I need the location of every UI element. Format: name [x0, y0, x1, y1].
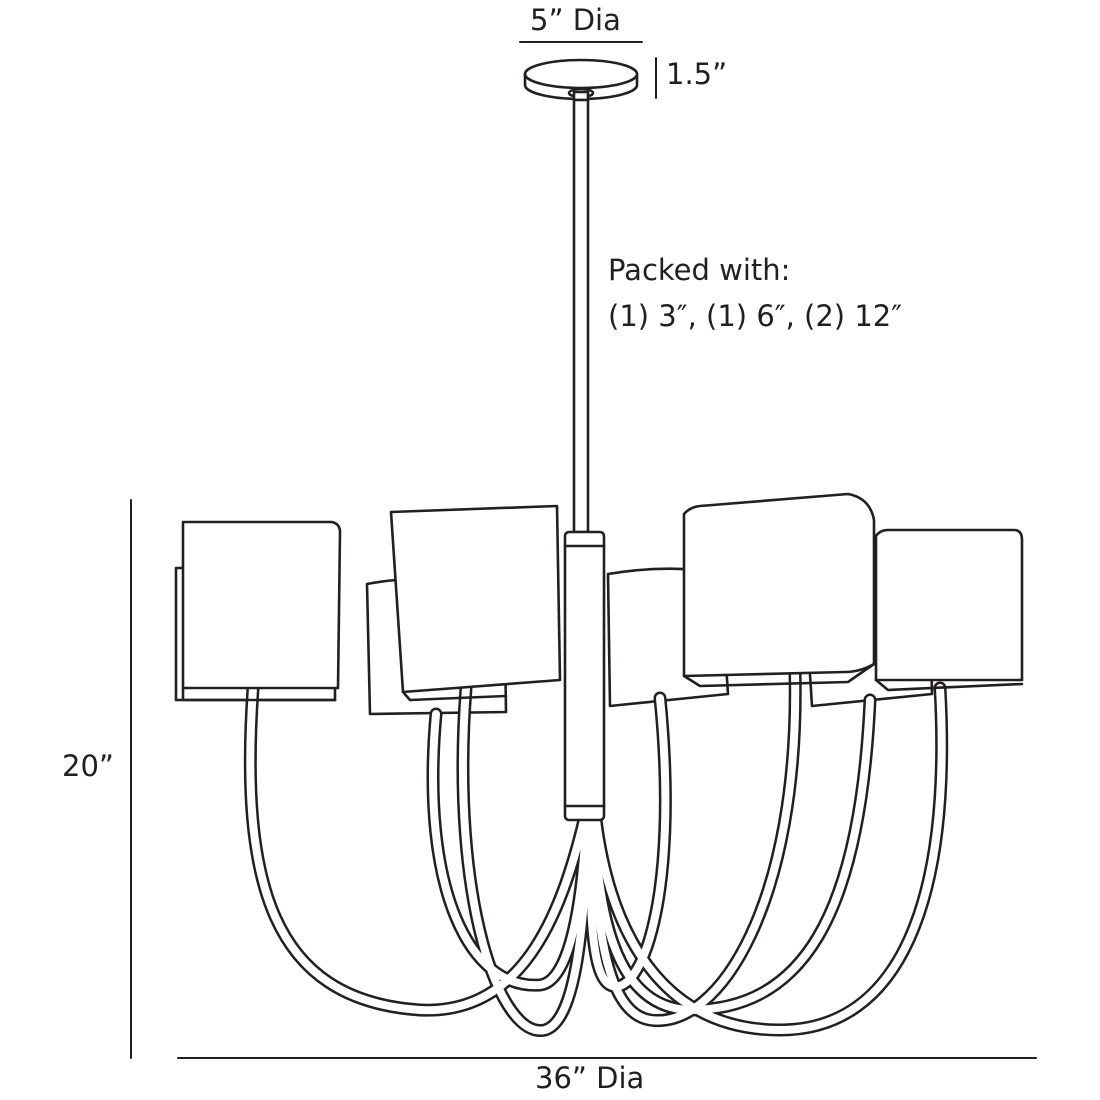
canopy [523, 58, 639, 102]
shade-front-right [682, 492, 876, 678]
packed-with-label: Packed with: [608, 253, 791, 287]
shade-front-far-right [874, 528, 1024, 682]
shade-fitters [181, 662, 1024, 702]
canopy-diameter-label: 5” Dia [530, 3, 621, 37]
overall-diameter-label: 36” Dia [535, 1061, 645, 1095]
canopy-height-label: 1.5” [666, 57, 728, 91]
downrod [563, 98, 606, 822]
front-shades [181, 492, 1024, 694]
arms [243, 665, 949, 1037]
dimension-lines [130, 41, 1037, 1059]
shade-front-far-left [181, 520, 342, 690]
shade-front-left [389, 504, 562, 694]
downrod-lengths-label: (1) 3″, (1) 6″, (2) 12″ [608, 299, 903, 333]
overall-height-label: 20” [62, 749, 114, 783]
